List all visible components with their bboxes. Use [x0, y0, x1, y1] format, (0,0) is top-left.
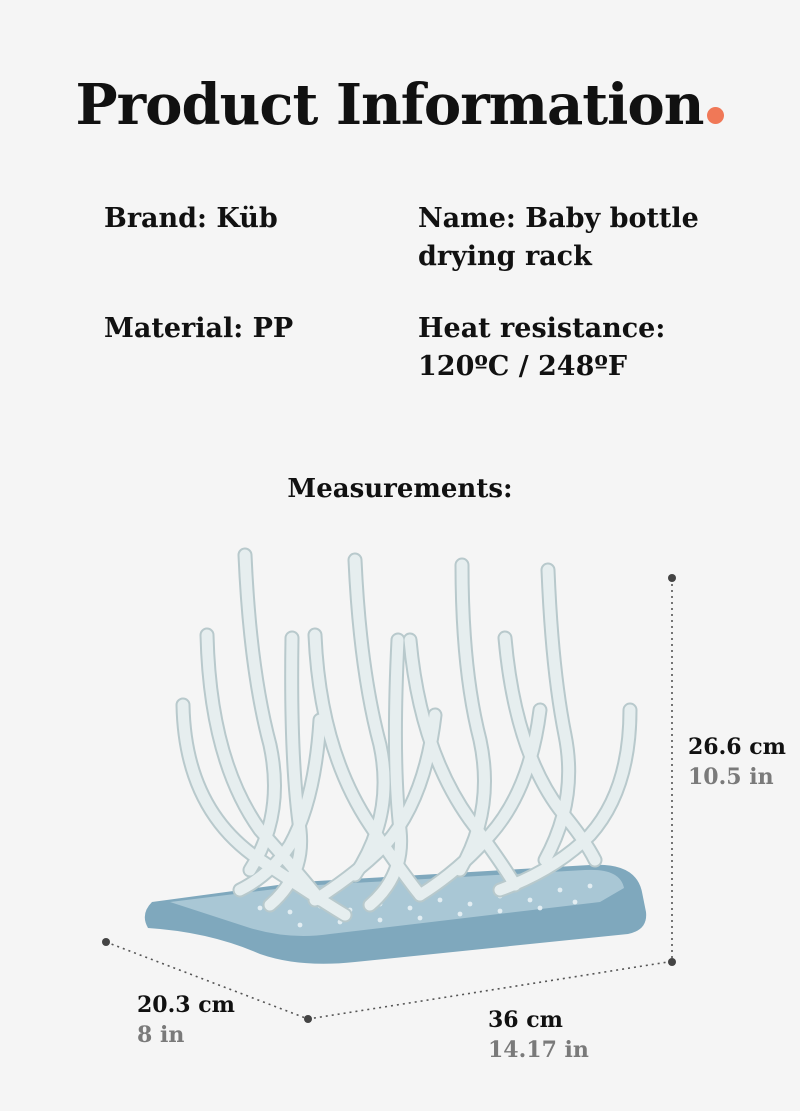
height-cm: 26.6 cm	[688, 734, 786, 760]
height-bottom-dot	[668, 958, 676, 966]
brand-label: Brand: Küb	[104, 203, 278, 234]
height-measurement: 26.6 cm 10.5 in	[688, 732, 786, 792]
name-label-line2: drying rack	[418, 241, 592, 272]
material-info: Material: PP	[104, 310, 293, 348]
heat-info: Heat resistance: 120ºC / 248ºF	[418, 310, 665, 386]
drying-rack-image	[102, 547, 676, 1023]
height-top-dot	[668, 574, 676, 582]
material-label: Material: PP	[104, 313, 294, 344]
width-in: 14.17 in	[488, 1037, 589, 1063]
corner-dot	[304, 1015, 312, 1023]
width-dimension-line	[307, 961, 669, 1020]
dimension-endpoints	[102, 574, 676, 1023]
name-label-line1: Name: Baby bottle	[418, 203, 699, 234]
depth-start-dot	[102, 938, 110, 946]
depth-dimension-line	[105, 941, 309, 1020]
prong-shapes	[177, 549, 636, 921]
accent-dot	[707, 107, 725, 124]
page-title: Product Information	[0, 70, 800, 140]
heat-label-line2: 120ºC / 248ºF	[418, 351, 628, 382]
page-title-text: Product Information	[75, 72, 705, 138]
name-info: Name: Baby bottle drying rack	[418, 200, 699, 276]
dimension-lines	[105, 578, 673, 1020]
rack-prongs	[175, 547, 638, 923]
depth-in: 8 in	[137, 1022, 185, 1048]
depth-measurement: 20.3 cm 8 in	[137, 990, 235, 1050]
heat-label-line1: Heat resistance:	[418, 313, 666, 344]
width-cm: 36 cm	[488, 1007, 563, 1033]
measurements-heading: Measurements:	[287, 474, 513, 504]
width-measurement: 36 cm 14.17 in	[488, 1005, 589, 1065]
height-in: 10.5 in	[688, 764, 774, 790]
depth-cm: 20.3 cm	[137, 992, 235, 1018]
brand-info: Brand: Küb	[104, 200, 278, 238]
